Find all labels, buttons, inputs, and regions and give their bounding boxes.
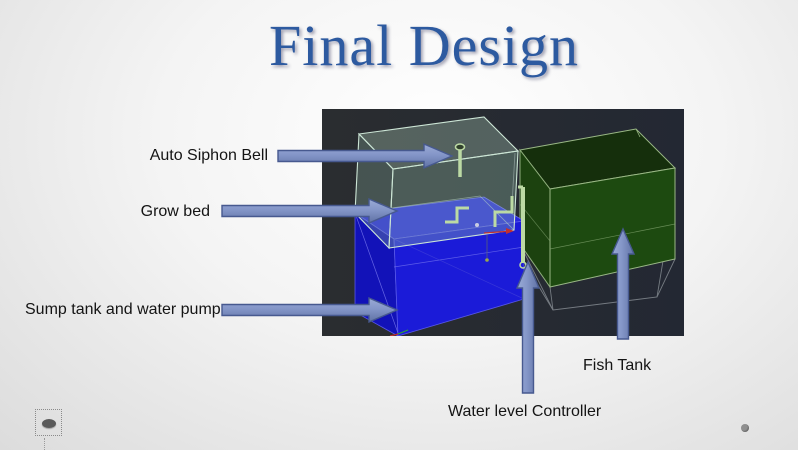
grow-bed-box [354,116,520,250]
ucs-axis-icon [389,329,409,337]
label-fish-tank: Fish Tank [583,357,652,374]
placeholder-tick-marks [44,438,51,450]
cad-model-drawing [322,109,684,337]
cad-model-image [322,109,684,337]
auto-siphon-bell-pipe [454,143,466,151]
corner-dot-decoration [741,424,749,432]
label-grow-bed: Grow bed [140,203,210,220]
label-auto-siphon-bell: Auto Siphon Bell [149,147,268,164]
footer-placeholder-box[interactable] [35,409,62,436]
slide-title: Final Design [268,13,580,78]
placeholder-blob [42,419,56,428]
cad-markers [475,223,514,262]
label-water-level-controller: Water level Controller [448,403,602,420]
label-sump-tank: Sump tank and water pump [25,301,221,318]
fish-tank-box [519,128,677,289]
